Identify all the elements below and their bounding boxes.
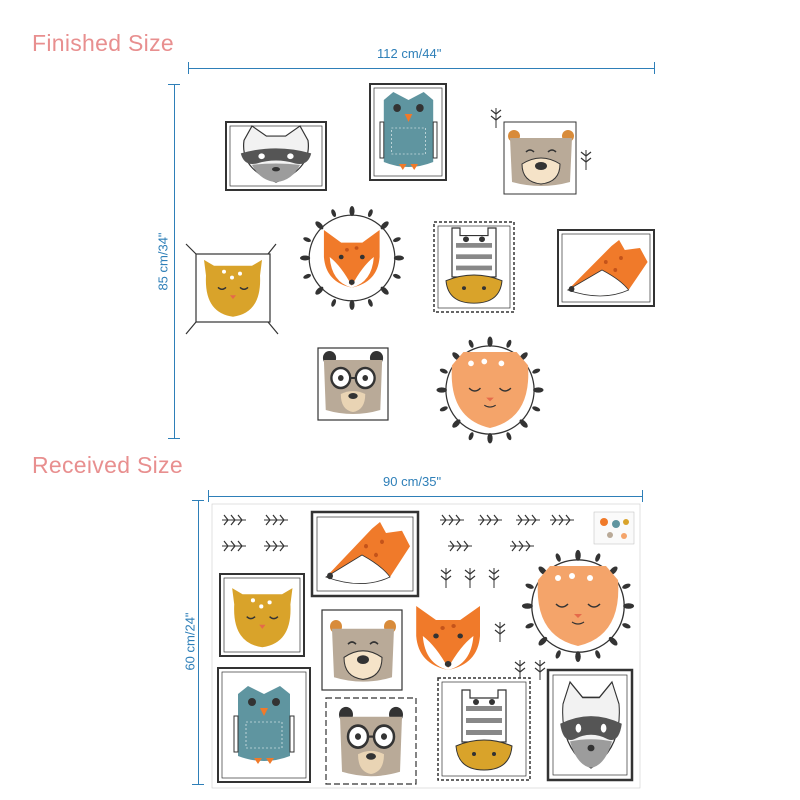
received-bear-glasses-sticker [325,697,417,785]
received-width-label: 90 cm/35" [383,474,442,489]
finished-size-title: Finished Size [32,30,174,56]
finished-cat-wreath-sticker [435,335,545,445]
received-height-line [198,500,199,784]
finished-width-line [188,68,654,69]
received-width-tick-right [642,490,643,502]
finished-zebra-sticker [433,221,515,313]
finished-height-tick-bottom [168,438,180,439]
finished-raccoon-sticker [225,121,327,191]
received-deer-sticker [219,573,305,657]
received-width-tick-left [208,490,209,502]
finished-deer-sticker [185,243,279,335]
received-height-tick-top [192,500,204,501]
received-raccoon-sticker [546,668,634,782]
finished-width-tick-left [188,62,189,74]
received-zebra-sticker [437,677,531,781]
received-size-title: Received Size [32,452,183,478]
finished-height-tick-top [168,84,180,85]
finished-width-tick-right [654,62,655,74]
finished-height-line [174,84,175,438]
finished-bear-sticker [490,107,592,195]
received-owl-sticker [217,667,311,783]
received-bear-sticker [321,609,403,691]
received-product-thumbnail [593,511,635,545]
received-width-line [208,496,642,497]
finished-owl-sticker [369,83,447,181]
received-fox-side-sticker [310,510,420,598]
finished-bear-glasses-sticker [317,347,389,421]
received-height-tick-bottom [192,784,204,785]
finished-fox-wreath-sticker [299,205,405,311]
finished-fox-side-sticker [557,229,655,307]
finished-width-label: 112 cm/44" [377,46,442,61]
